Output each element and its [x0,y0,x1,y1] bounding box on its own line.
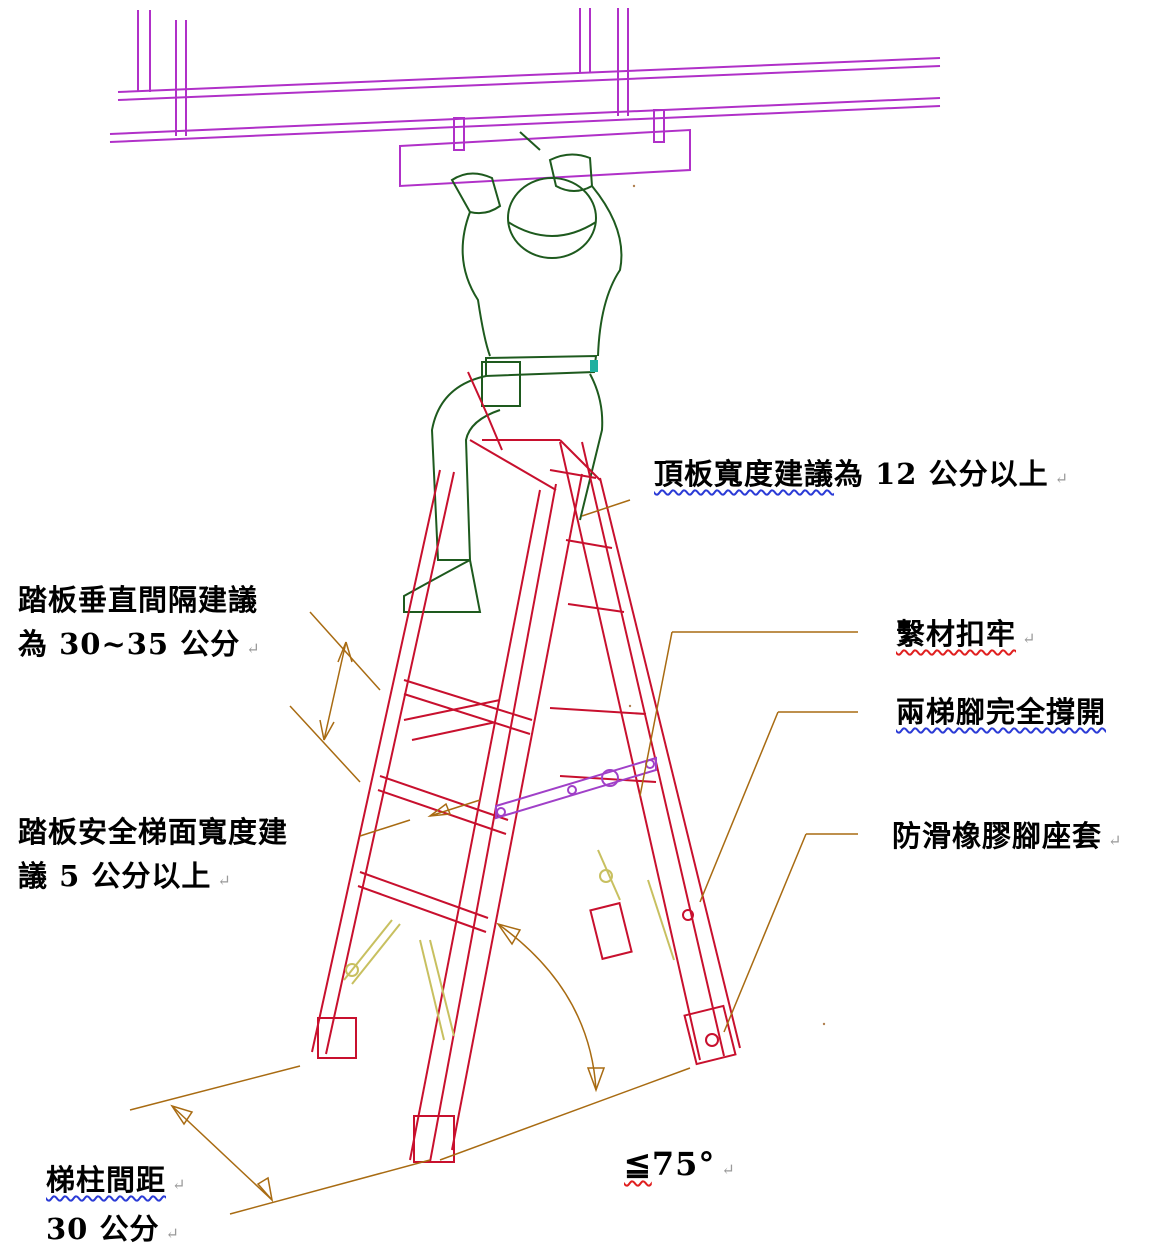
label-leg-spacing-line1: 梯柱間距 [46,1163,167,1197]
label-anti-slip-text: 防滑橡膠腳座套 [892,819,1103,853]
label-anti-slip: 防滑橡膠腳座套 ↵ [892,814,1122,863]
label-top-board-width: 頂板寬度建議為 12 公分以上 ↵ [654,452,1069,501]
ladder-front-frame [311,439,601,1163]
label-tie-secure-text: 繫材扣牢 [896,617,1017,651]
label-leg-spacing-line2: 30 公分 [46,1212,160,1246]
paragraph-mark: ↵ [217,871,232,890]
overhead-structure [109,8,941,188]
worker-figure [403,131,623,613]
label-legs-open-text: 兩梯腳完全撐開 [896,695,1107,729]
paragraph-mark: ↵ [165,1224,180,1243]
label-angle-value: 75° [651,1145,716,1183]
label-top-board-underlined: 頂板寬度建議 [654,457,835,491]
label-top-board-rest: 為 12 公分以上 [834,457,1049,491]
label-leg-spacing: 梯柱間距 ↵ 30 公分 ↵ [46,1158,186,1256]
label-step-width: 踏板安全梯面寬度建 議 5 公分以上 ↵ [18,810,288,903]
label-legs-open: 兩梯腳完全撐開 [896,690,1106,734]
paragraph-mark: ↵ [1022,629,1037,648]
paragraph-mark: ↵ [721,1160,736,1179]
label-angle: ≦75° ↵ [624,1142,736,1192]
label-step-spacing: 踏板垂直間隔建議 為 30~35 公分 ↵ [18,578,261,671]
label-step-width-line2: 議 5 公分以上 [18,859,212,893]
stray-dots [628,184,826,1026]
label-angle-symbol: ≦ [624,1145,652,1183]
label-step-width-line1: 踏板安全梯面寬度建 [18,815,289,849]
paragraph-mark: ↵ [1108,831,1123,850]
paragraph-mark: ↵ [1054,469,1069,488]
paragraph-mark: ↵ [246,639,261,658]
label-step-spacing-line1: 踏板垂直間隔建議 [18,583,259,617]
label-tie-secure: 繫材扣牢 ↵ [896,612,1036,661]
label-step-spacing-line2: 為 30~35 公分 [18,627,241,661]
ladder-back-frame [467,371,741,1066]
paragraph-mark: ↵ [172,1175,187,1194]
annotation-lines [129,499,858,1215]
spreader-bar [495,756,657,820]
belt-buckle [590,360,598,372]
side-braces [343,849,675,1041]
